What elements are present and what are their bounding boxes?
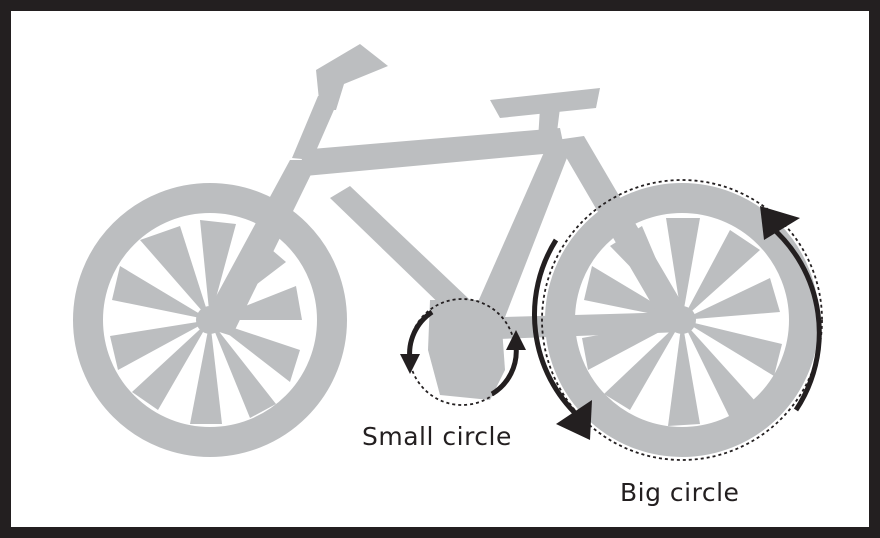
handlebar bbox=[292, 44, 388, 160]
big-circle-label: Big circle bbox=[620, 478, 740, 507]
small-circle-label: Small circle bbox=[362, 422, 512, 451]
big-circle-outline bbox=[541, 179, 823, 461]
bicycle-icon bbox=[73, 44, 819, 457]
rear-wheel bbox=[73, 183, 347, 457]
circular-arrow-icon bbox=[760, 206, 800, 240]
circular-arrow-icon bbox=[556, 400, 592, 440]
bike-frame bbox=[200, 128, 692, 400]
big-circle-indicator bbox=[532, 179, 823, 461]
big-circle-left-arc bbox=[532, 238, 580, 418]
small-circle-indicator bbox=[400, 298, 526, 406]
small-circle-right-arc bbox=[490, 345, 519, 397]
circular-arrow-icon bbox=[400, 354, 420, 374]
big-circle-right-arc bbox=[768, 224, 822, 412]
circular-arrow-icon bbox=[506, 330, 526, 350]
bike-seat bbox=[490, 88, 600, 140]
